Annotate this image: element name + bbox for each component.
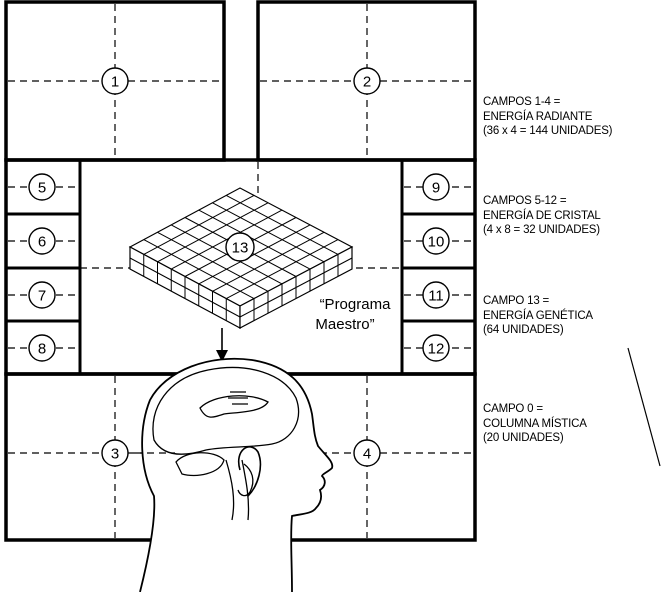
field-7-label: 7 [38, 288, 46, 305]
field-3-label: 3 [111, 446, 119, 463]
legend-line: CAMPOS 1-4 = [483, 96, 561, 108]
field-10-label: 10 [428, 234, 445, 251]
legend-crystal: CAMPOS 5-12 = ENERGÍA DE CRISTAL (4 x 8 … [483, 194, 601, 238]
field-2-circle [353, 67, 381, 95]
field-9-circle [422, 173, 450, 201]
field-13-circle [225, 232, 255, 262]
legend-line: ENERGÍA RADIANTE [483, 110, 593, 123]
field-4-circle [353, 439, 381, 467]
legend-mystic: CAMPO 0 = COLUMNA MÍSTICA (20 UNIDADES) [483, 402, 587, 446]
field-6-circle [28, 227, 56, 255]
field-13-label: 13 [232, 240, 249, 257]
field-1-label: 1 [111, 74, 119, 91]
legend-line: ENERGÍA DE CRISTAL [483, 209, 601, 222]
field-5-circle [28, 173, 56, 201]
legend-radiant: CAMPOS 1-4 = ENERGÍA RADIANTE (36 x 4 = … [483, 95, 613, 139]
legend-line: CAMPOS 5-12 = [483, 195, 567, 207]
human-head-outline [139, 357, 334, 592]
field-8-label: 8 [38, 341, 46, 358]
field-9-label: 9 [432, 180, 440, 197]
legend-line: CAMPO 0 = [483, 403, 543, 415]
legend-line: (36 x 4 = 144 UNIDADES) [483, 125, 613, 137]
master-program-line1: “Programa [320, 296, 392, 313]
legend-line: CAMPO 13 = [483, 295, 550, 307]
field-6-label: 6 [38, 234, 46, 251]
field-3-circle [101, 439, 129, 467]
master-program-line2: Maestro” [315, 316, 374, 333]
legend-line: ENERGÍA GENÉTICA [483, 309, 593, 322]
diagonal-line [627, 347, 661, 467]
field-5-label: 5 [38, 180, 46, 197]
legend-line: (20 UNIDADES) [483, 432, 564, 444]
field-11-label: 11 [428, 288, 444, 305]
field-11-circle [422, 281, 450, 309]
legend-line: (4 x 8 = 32 UNIDADES) [483, 224, 600, 236]
legend-line: COLUMNA MÍSTICA [483, 417, 587, 430]
field-12-label: 12 [428, 341, 445, 358]
legend-genetic: CAMPO 13 = ENERGÍA GENÉTICA (64 UNIDADES… [483, 294, 593, 338]
genetic-energy-grid [128, 187, 354, 330]
field-10-circle [422, 227, 450, 255]
field-4-label: 4 [363, 446, 371, 463]
field-1-circle [101, 67, 129, 95]
field-12-circle [422, 334, 450, 362]
field-8-circle [28, 334, 56, 362]
legend-line: (64 UNIDADES) [483, 324, 564, 336]
field-7-circle [28, 281, 56, 309]
brain-icon [152, 366, 300, 521]
field-2-label: 2 [363, 74, 371, 91]
